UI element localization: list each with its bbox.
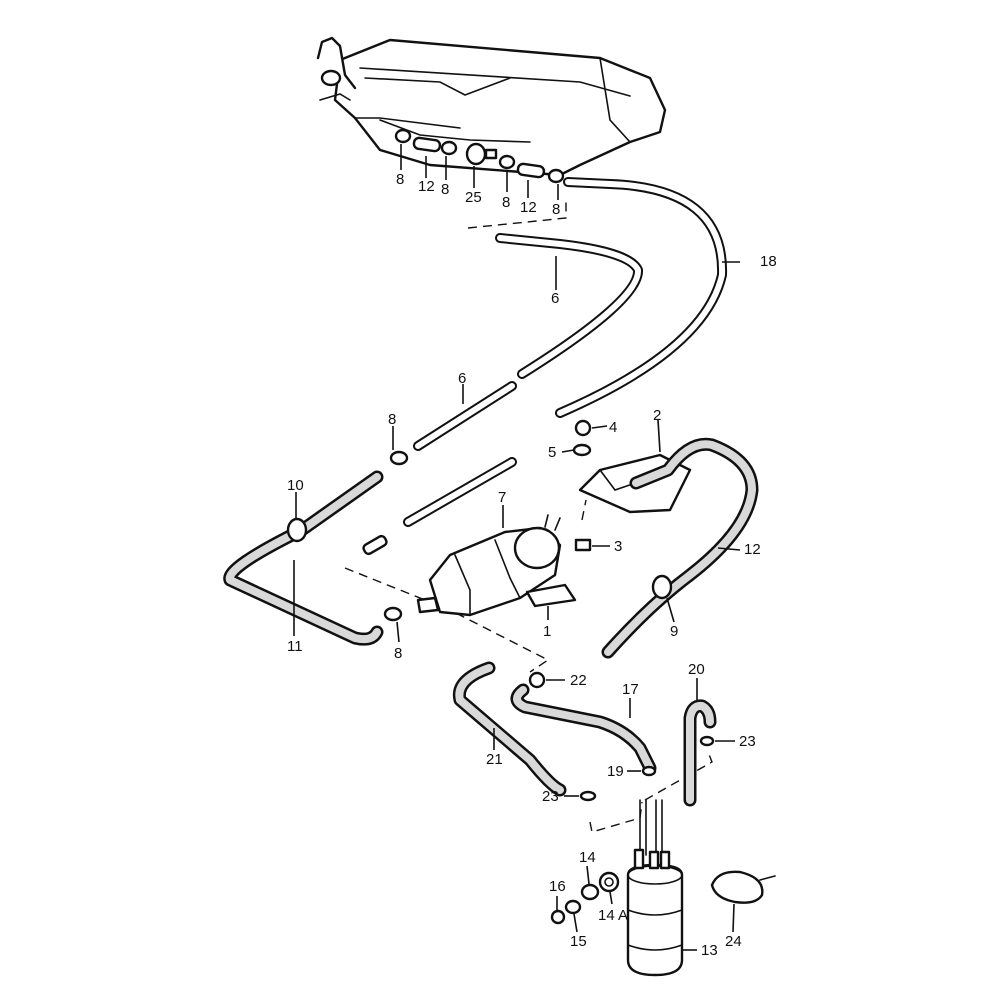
hose-clamp-8c [498,154,516,170]
callout-8e: 8 [388,411,396,428]
callout-21: 21 [486,751,503,768]
canister-inlet-tubes [639,799,663,856]
hose-clamp-8d [547,168,565,184]
callout-9: 9 [670,623,678,640]
valve-25 [465,142,487,166]
grommet-14a [598,871,620,893]
clamp-19 [641,765,657,777]
callout-14: 14 [579,849,596,866]
hose-clamp-8b [440,140,458,156]
callout-16: 16 [549,878,566,895]
hose-clamp-10 [286,517,308,543]
hose-17 [510,683,657,775]
vent-line-lower-b [403,457,517,527]
tank-vent-fittings [394,128,565,184]
vent-line-6-lower [413,381,517,451]
hose-piece-12a [412,136,442,153]
charcoal-canister-7 [416,514,562,617]
callout-20: 20 [688,661,705,678]
callout-17: 17 [622,681,639,698]
callout-14a: 14 A [598,907,628,924]
nut-4 [574,419,592,437]
callout-leaders [293,144,741,951]
callout-22: 22 [570,672,587,689]
clamp-23a [699,735,715,747]
hose-clamp-8a [394,128,412,144]
callout-8c: 8 [502,194,510,211]
nut-16 [550,909,566,925]
callout-5: 5 [548,444,556,461]
callout-8a: 8 [396,171,404,188]
washer-14 [580,883,600,901]
hose-piece-12b [516,162,546,179]
callout-6b: 6 [458,370,466,387]
callout-labels: 8 12 8 25 8 12 8 18 6 6 8 4 2 5 10 7 3 1… [287,171,777,959]
callout-25: 25 [465,189,482,206]
grommet-22 [528,671,546,689]
bolt-3 [574,538,592,552]
vent-line-6 [495,233,643,379]
mounting-pad-1 [525,583,577,608]
activated-carbon-canister-13 [626,848,684,977]
callout-12a: 12 [418,178,435,195]
hose-20 [683,699,717,807]
callout-12b: 12 [520,199,537,216]
callout-3: 3 [614,538,622,555]
callout-24: 24 [725,933,742,950]
callout-10: 10 [287,477,304,494]
callout-4: 4 [609,419,617,436]
callout-13: 13 [701,942,718,959]
washer-15 [564,899,582,915]
callout-11: 11 [287,638,303,655]
assembly-guide-lines [344,200,713,833]
hose-clamp-9 [651,574,673,600]
hose-21 [452,661,567,797]
callout-7: 7 [498,489,506,506]
callout-2: 2 [653,407,661,424]
callout-23a: 23 [739,733,756,750]
callout-1: 1 [543,623,551,640]
callout-6a: 6 [551,290,559,307]
callout-23b: 23 [542,788,559,805]
clamp-23b [579,790,597,802]
vent-line-18 [555,177,728,418]
washer-5 [572,443,592,457]
hose-11 [223,470,384,646]
hose-clamp-8f [383,606,403,622]
hose-clamp-8e [389,450,409,466]
hose-connector [362,534,388,556]
callout-18: 18 [760,253,777,270]
strap-24 [710,870,776,904]
callout-19: 19 [607,763,624,780]
callout-8b: 8 [441,181,449,198]
callout-12c: 12 [744,541,761,558]
callout-15: 15 [570,933,587,950]
callout-8d: 8 [552,201,560,218]
callout-8f: 8 [394,645,402,662]
